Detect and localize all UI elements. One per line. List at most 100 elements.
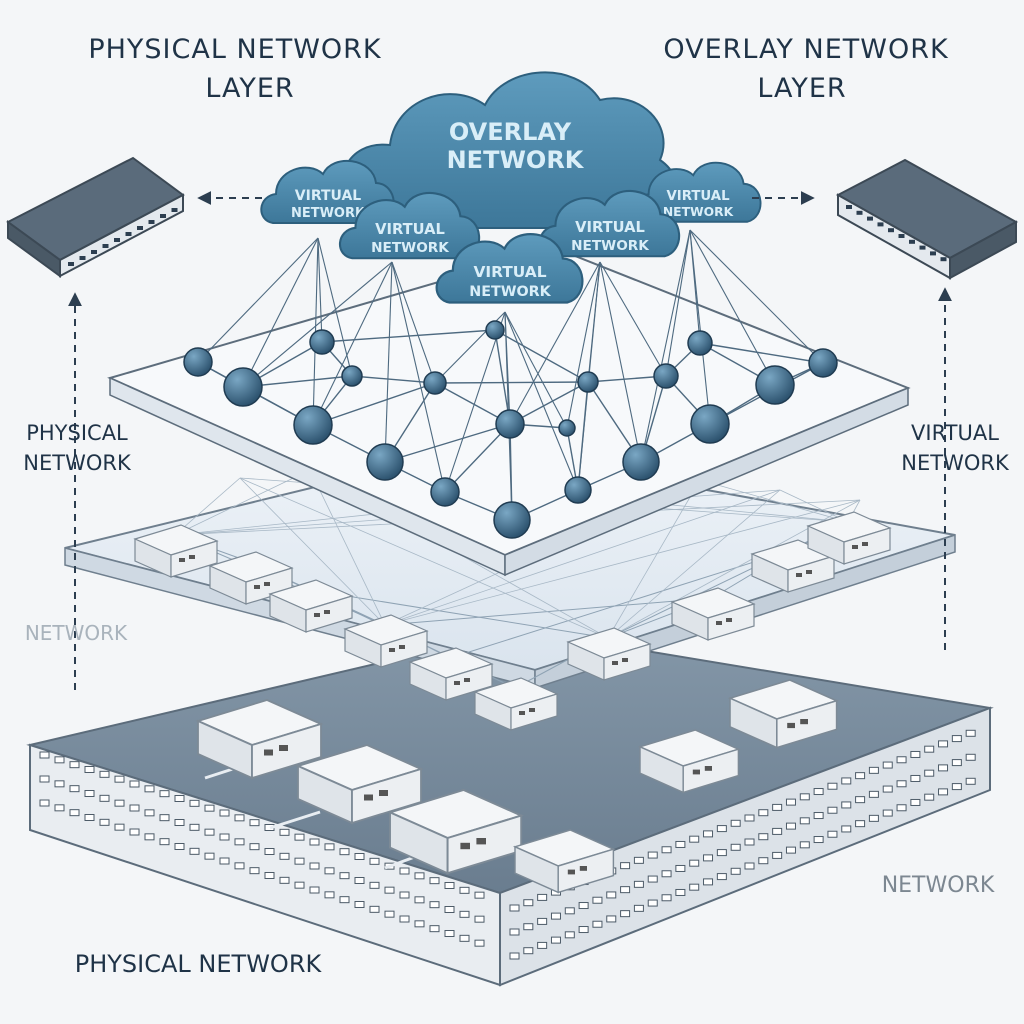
port bbox=[39, 751, 50, 759]
port bbox=[294, 833, 305, 841]
port bbox=[279, 852, 290, 860]
port bbox=[189, 799, 200, 807]
cloud-node-link bbox=[391, 261, 436, 384]
side-right-line2: NETWORK bbox=[901, 451, 1010, 475]
port bbox=[523, 947, 534, 955]
port bbox=[633, 880, 644, 888]
port bbox=[647, 851, 658, 859]
port bbox=[910, 774, 921, 782]
cloud-node-link bbox=[504, 311, 579, 491]
network-node bbox=[755, 365, 795, 405]
mid-link bbox=[607, 479, 701, 639]
cloud-label-line2: NETWORK bbox=[469, 284, 551, 300]
port bbox=[856, 210, 863, 215]
port bbox=[813, 836, 824, 844]
port bbox=[896, 804, 907, 812]
port bbox=[689, 859, 700, 867]
port bbox=[882, 785, 893, 793]
port bbox=[592, 920, 603, 928]
port bbox=[309, 862, 320, 870]
port bbox=[509, 928, 520, 936]
port bbox=[204, 804, 215, 812]
port bbox=[129, 828, 140, 836]
title-right-line2: LAYER bbox=[757, 73, 846, 104]
mid-link bbox=[384, 499, 861, 626]
mid-link bbox=[309, 469, 386, 626]
network-node bbox=[564, 476, 592, 504]
port bbox=[294, 881, 305, 889]
cloud-node-link bbox=[689, 229, 776, 386]
port bbox=[144, 785, 155, 793]
port bbox=[633, 856, 644, 864]
port bbox=[592, 896, 603, 904]
cloud-shape bbox=[260, 159, 395, 224]
mesh-link bbox=[384, 423, 511, 463]
port bbox=[938, 788, 949, 796]
switch-ports-right bbox=[509, 729, 976, 960]
cloud-main-line1: OVERLAY bbox=[449, 118, 572, 146]
port bbox=[633, 904, 644, 912]
port bbox=[758, 833, 769, 841]
port bbox=[144, 809, 155, 817]
port bbox=[827, 782, 838, 790]
overlay-nodes bbox=[183, 320, 838, 539]
network-node bbox=[341, 365, 363, 387]
network-node bbox=[558, 419, 576, 437]
port bbox=[675, 864, 686, 872]
port bbox=[813, 812, 824, 820]
port bbox=[744, 838, 755, 846]
port bbox=[867, 216, 873, 221]
title-left-line1: PHYSICAL NETWORK bbox=[88, 34, 382, 65]
port bbox=[509, 904, 520, 912]
mid-link bbox=[607, 489, 781, 639]
switch-top-right bbox=[835, 158, 1019, 280]
port bbox=[174, 795, 185, 802]
port bbox=[846, 205, 852, 209]
port bbox=[114, 799, 125, 807]
port bbox=[171, 208, 178, 212]
port bbox=[730, 843, 741, 851]
cloud-node-link bbox=[384, 261, 393, 463]
port bbox=[219, 809, 230, 817]
mesh-link bbox=[494, 329, 589, 383]
network-node bbox=[423, 371, 447, 395]
port bbox=[459, 934, 470, 942]
right-bottom-network-label: NETWORK bbox=[882, 873, 995, 898]
port bbox=[675, 840, 686, 848]
port bbox=[744, 814, 755, 822]
cloud-shape bbox=[338, 191, 481, 260]
port bbox=[39, 775, 50, 783]
port bbox=[234, 814, 245, 822]
port bbox=[772, 827, 783, 835]
port bbox=[910, 798, 921, 806]
port bbox=[444, 930, 455, 937]
port bbox=[144, 833, 155, 841]
port bbox=[564, 931, 575, 939]
port bbox=[249, 843, 260, 851]
cloud-node-link bbox=[391, 261, 446, 493]
port bbox=[339, 848, 350, 856]
port bbox=[882, 761, 893, 769]
port bbox=[965, 777, 976, 785]
port bbox=[841, 825, 852, 833]
faint-network-label: NETWORK bbox=[25, 621, 128, 645]
side-left-line2: NETWORK bbox=[23, 451, 132, 475]
mesh-link bbox=[699, 342, 824, 364]
port bbox=[129, 804, 140, 812]
port bbox=[703, 854, 714, 862]
port bbox=[234, 862, 245, 870]
port bbox=[219, 833, 230, 841]
mesh-link bbox=[312, 382, 436, 426]
port bbox=[758, 809, 769, 817]
port bbox=[799, 817, 810, 825]
port bbox=[661, 870, 672, 878]
port bbox=[606, 915, 617, 923]
port bbox=[279, 828, 290, 836]
port bbox=[550, 936, 561, 944]
port bbox=[537, 917, 548, 925]
port bbox=[620, 910, 631, 918]
port bbox=[564, 907, 575, 915]
